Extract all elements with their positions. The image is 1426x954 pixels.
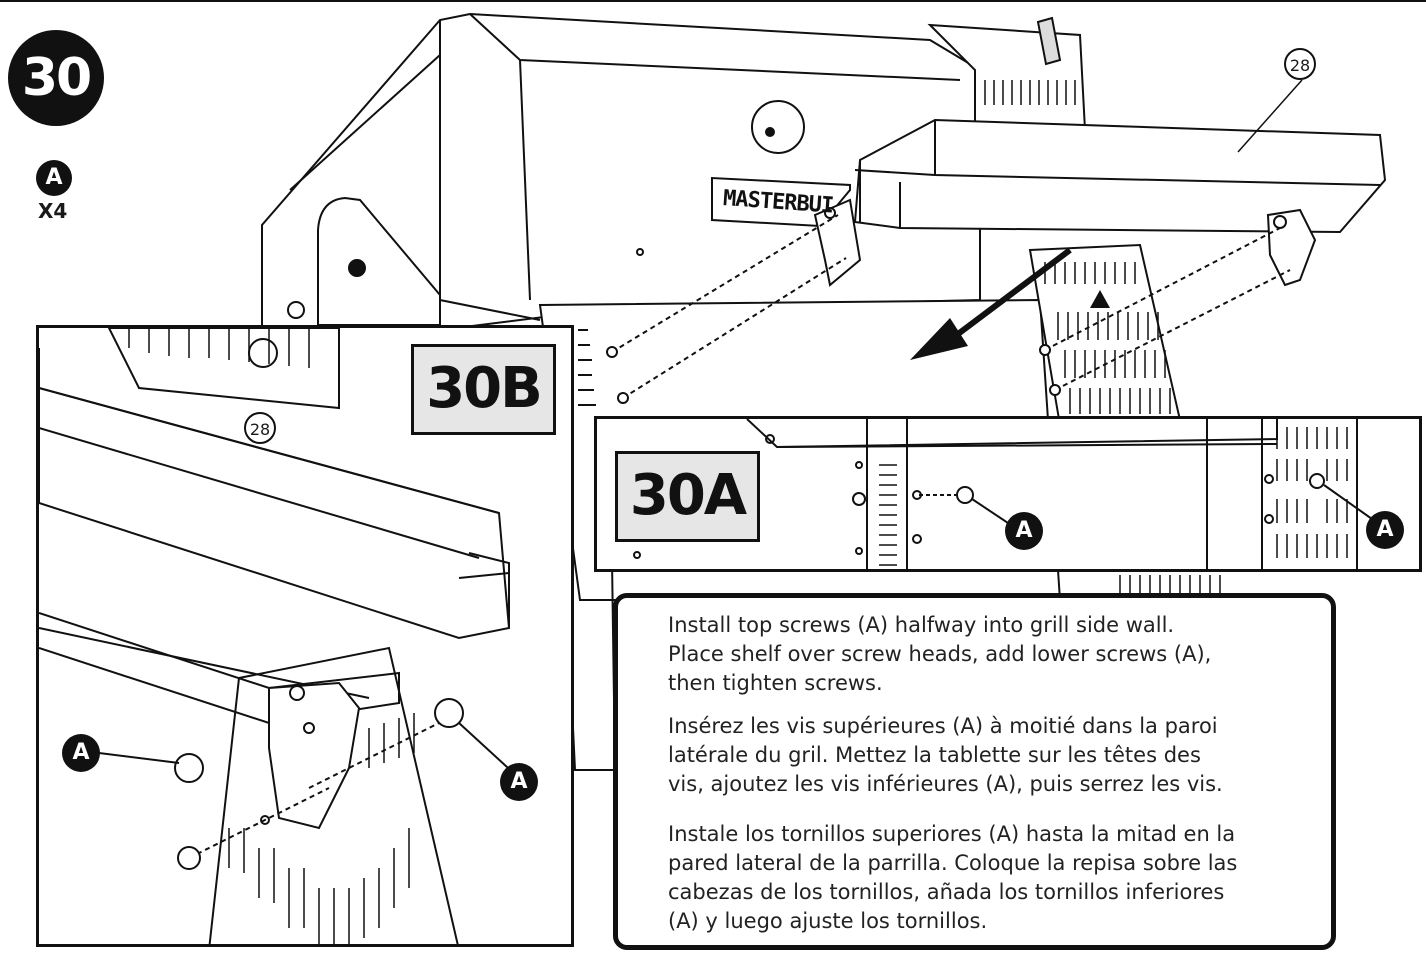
instructions-english: Install top screws (A) halfway into gril… xyxy=(668,613,1212,695)
inset-30b-callout-a-right: A xyxy=(500,763,538,801)
inset-30a-callout-a-right: A xyxy=(1366,511,1404,549)
inset-30b-callout-a-left: A xyxy=(62,734,100,772)
inset-30a-illustration xyxy=(633,419,1373,569)
detail-inset-30b xyxy=(36,325,574,947)
leader-line-28 xyxy=(1237,79,1303,153)
hardware-part-a-badge: A xyxy=(36,160,72,196)
inset-30a-callout-a-left: A xyxy=(1005,512,1043,550)
direction-arrow-head xyxy=(910,318,968,360)
instructions-french: Insérez les vis supérieures (A) à moitié… xyxy=(668,714,1223,796)
inset-30b-illustration xyxy=(39,328,520,944)
step-number-badge: 30 xyxy=(8,30,104,126)
part-number-28: 28 xyxy=(1284,48,1316,80)
inset-30b-part-number-28: 28 xyxy=(244,412,276,444)
instructions-spanish: Instale los tornillos superiores (A) has… xyxy=(668,822,1238,933)
detail-inset-30a xyxy=(594,416,1422,572)
instructions-box: Install top screws (A) halfway into gril… xyxy=(613,593,1336,950)
hardware-quantity: X4 xyxy=(38,199,68,223)
inset-30a-label: 30A xyxy=(615,451,760,542)
inset-30b-label: 30B xyxy=(411,344,556,435)
top-rule xyxy=(0,0,1426,2)
